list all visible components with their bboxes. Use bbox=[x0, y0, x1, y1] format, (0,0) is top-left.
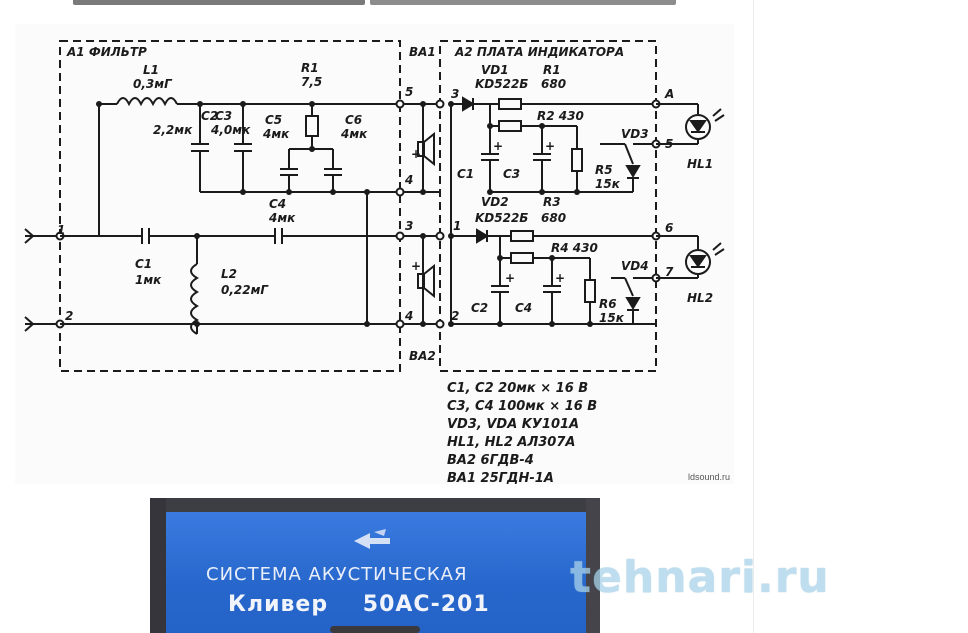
pin-6-a2: 6 bbox=[665, 221, 673, 235]
pin-7-a2: 7 bbox=[665, 265, 674, 279]
plus-sign: + bbox=[411, 147, 421, 161]
site-watermark: tehnari.ru bbox=[570, 552, 830, 603]
pin-3-ba2: 3 bbox=[405, 219, 413, 233]
parts-list-item: ВА1 25ГДН-1А bbox=[447, 471, 554, 484]
label-vd4: VD4 bbox=[621, 259, 649, 273]
label-c1-value: 1мк bbox=[135, 273, 162, 287]
page-divider bbox=[753, 0, 754, 633]
label-c3b: C3 bbox=[503, 167, 520, 181]
pin-4-ba1: 4 bbox=[404, 173, 413, 187]
thumbnail-image-right[interactable] bbox=[370, 0, 676, 5]
label-r3-value: 680 bbox=[541, 211, 566, 225]
label-r1-value: 7,5 bbox=[301, 75, 322, 89]
label-c1-name: C1 bbox=[135, 257, 152, 271]
label-line-system: СИСТЕМА АКУСТИЧЕСКАЯ bbox=[206, 564, 468, 585]
label-c3-name: C3 bbox=[215, 109, 232, 123]
label-c5-value: 4мк bbox=[262, 127, 290, 141]
label-c6-name: C6 bbox=[345, 113, 362, 127]
schematic-drawing: А1 ФИЛЬТР А2 ПЛАТА ИНДИКАТОРА BA1 BA2 L1… bbox=[24, 40, 725, 484]
plus-sign: + bbox=[505, 271, 515, 285]
pin-a-a2: А bbox=[664, 87, 674, 101]
thumbnail-image-left[interactable] bbox=[73, 0, 365, 5]
label-c3-value: 4,0мк bbox=[210, 123, 251, 137]
label-vd1-name: VD1 bbox=[481, 63, 509, 77]
label-hl1: HL1 bbox=[687, 157, 713, 171]
pin-4-ba2: 4 bbox=[404, 309, 413, 323]
photo-frame bbox=[150, 498, 600, 512]
brand-name: Кливер bbox=[228, 592, 329, 617]
label-r4: R4 430 bbox=[551, 241, 598, 255]
pin-1-input: 1 bbox=[57, 223, 65, 237]
label-r1b-name: R1 bbox=[543, 63, 561, 77]
label-c4-value: 4мк bbox=[268, 211, 296, 225]
label-ba2: BA2 bbox=[409, 349, 436, 363]
plus-sign: + bbox=[493, 139, 503, 153]
label-r6-value: 15к bbox=[599, 311, 625, 325]
label-c1b: C1 bbox=[457, 167, 474, 181]
label-vd3: VD3 bbox=[621, 127, 649, 141]
plus-sign: + bbox=[411, 259, 421, 273]
pin-1-a2: 1 bbox=[453, 219, 461, 233]
parts-list-item: C1, C2 20мк × 16 В bbox=[447, 381, 588, 396]
label-l2-name: L2 bbox=[221, 267, 237, 281]
speaker-label-photo: СИСТЕМА АКУСТИЧЕСКАЯ Кливер 50АС-201 bbox=[150, 498, 600, 633]
label-l1-name: L1 bbox=[143, 63, 159, 77]
brand-logo-icon bbox=[354, 529, 390, 549]
pin-2-input: 2 bbox=[65, 309, 73, 323]
block-a2-title: А2 ПЛАТА ИНДИКАТОРА bbox=[454, 45, 624, 59]
label-c2-name: C2 bbox=[201, 109, 218, 123]
top-thumbnail-strip bbox=[0, 0, 968, 6]
plus-sign: + bbox=[545, 139, 555, 153]
photo-frame bbox=[586, 498, 600, 633]
label-r1-name: R1 bbox=[301, 61, 319, 75]
label-r3-name: R3 bbox=[543, 195, 561, 209]
pin-3-a2: 3 bbox=[451, 87, 459, 101]
parts-list-item: ВА2 6ГДВ-4 bbox=[447, 453, 534, 468]
label-l2-value: 0,22мГ bbox=[221, 283, 269, 297]
label-l1-value: 0,3мГ bbox=[133, 77, 173, 91]
pin-2-a2: 2 bbox=[451, 309, 459, 323]
label-c4-name: C4 bbox=[269, 197, 286, 211]
label-c6-value: 4мк bbox=[340, 127, 368, 141]
label-line-model: Кливер 50АС-201 bbox=[228, 592, 490, 617]
block-a1-title: А1 ФИЛЬТР bbox=[66, 45, 147, 59]
pin-5-ba1: 5 bbox=[405, 85, 413, 99]
parts-list-item: VD3, VDA KУ101А bbox=[447, 417, 579, 432]
photo-shadow bbox=[330, 626, 420, 633]
model-name: 50АС-201 bbox=[362, 592, 490, 617]
pin-5-a2: 5 bbox=[665, 137, 673, 151]
plus-sign: + bbox=[555, 271, 565, 285]
label-vd2-name: VD2 bbox=[481, 195, 509, 209]
label-r2: R2 430 bbox=[537, 109, 584, 123]
label-c2-value: 2,2мк bbox=[153, 123, 193, 137]
parts-list-item: C3, C4 100мк × 16 В bbox=[447, 399, 597, 414]
label-c5-name: C5 bbox=[265, 113, 282, 127]
label-r6-name: R6 bbox=[599, 297, 617, 311]
photo-frame bbox=[150, 498, 166, 633]
parts-list-item: HL1, HL2 АЛ307А bbox=[447, 435, 575, 450]
label-c4b: C4 bbox=[515, 301, 532, 315]
label-ba1: BA1 bbox=[409, 45, 436, 59]
label-r5-name: R5 bbox=[595, 163, 613, 177]
image-credit: ldsound.ru bbox=[687, 472, 730, 482]
label-r5-value: 15к bbox=[595, 177, 621, 191]
label-c2b: C2 bbox=[471, 301, 488, 315]
label-r1b-value: 680 bbox=[541, 77, 566, 91]
blue-label-panel bbox=[166, 512, 590, 633]
label-hl2: HL2 bbox=[687, 291, 713, 305]
label-vd1-value: KD522Б bbox=[475, 77, 528, 91]
label-vd2-value: KD522Б bbox=[475, 211, 528, 225]
crossover-schematic-image: А1 ФИЛЬТР А2 ПЛАТА ИНДИКАТОРА BA1 BA2 L1… bbox=[15, 24, 734, 484]
parts-list: C1, C2 20мк × 16 В C3, C4 100мк × 16 В V… bbox=[447, 381, 597, 484]
